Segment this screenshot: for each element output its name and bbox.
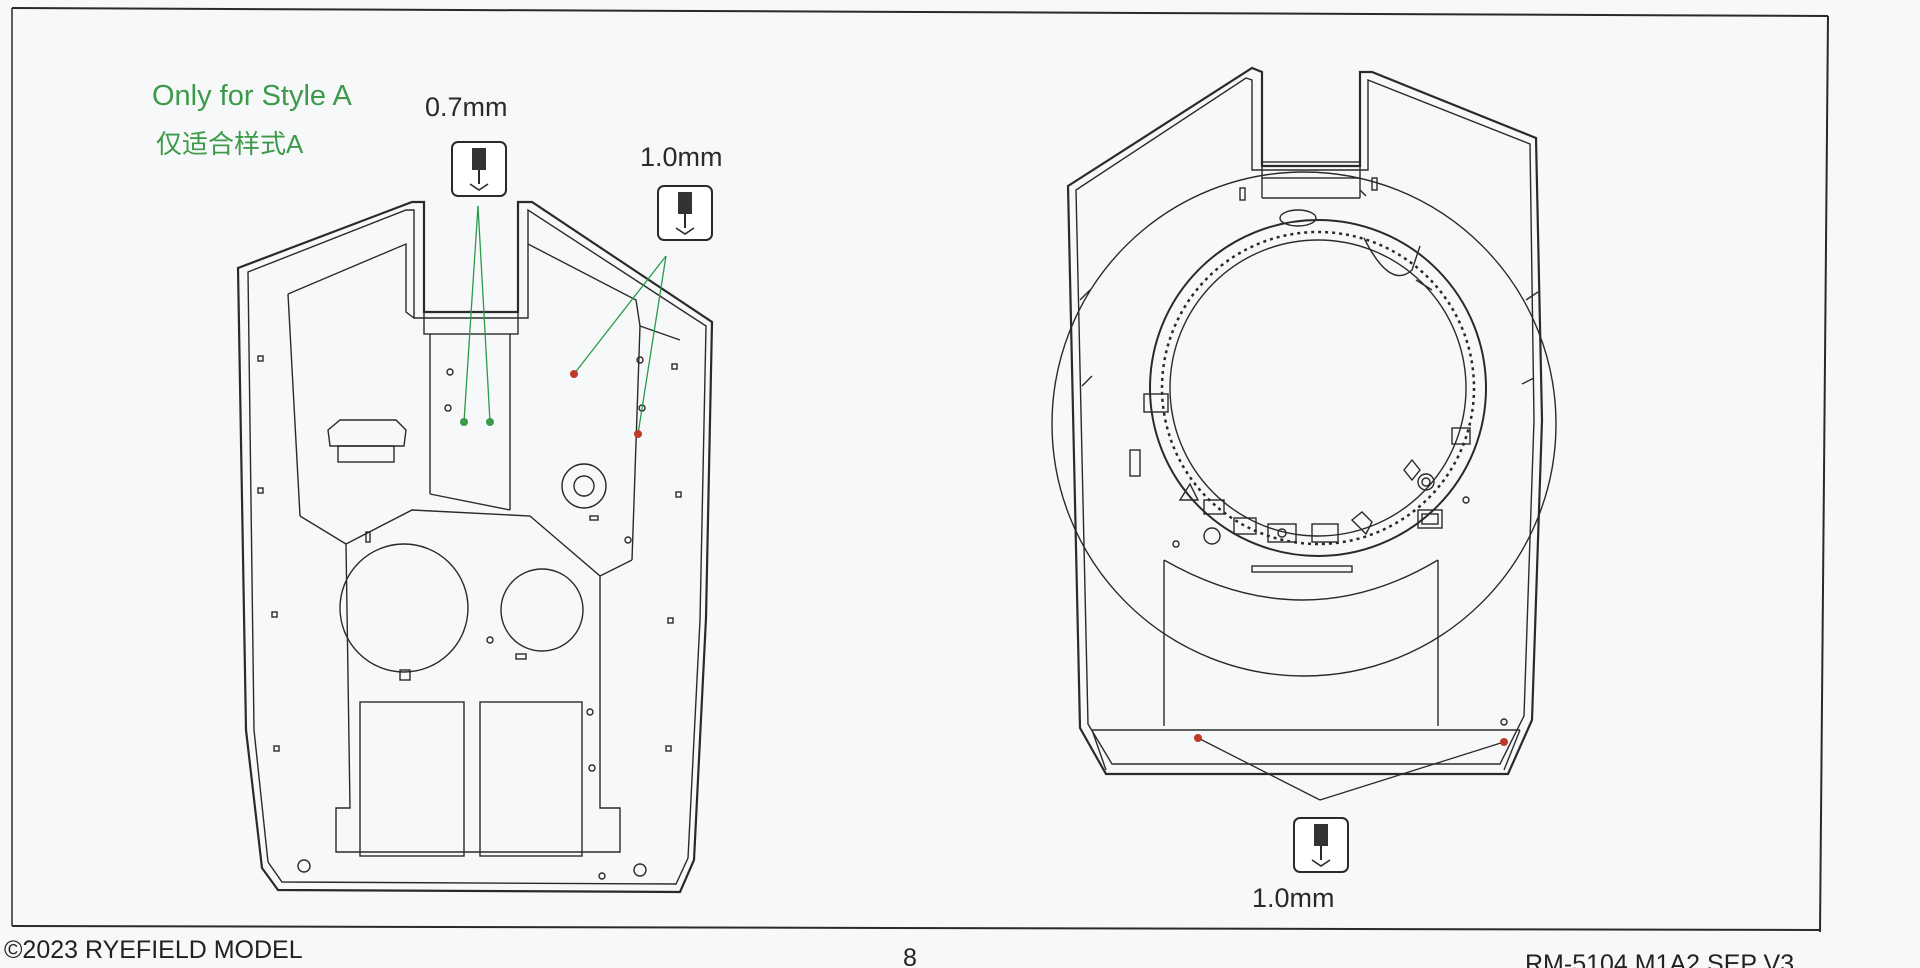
- turret-roof-part: [1051, 66, 1557, 776]
- turret-floor-part: [236, 200, 714, 894]
- page-frame: [11, 7, 1829, 933]
- product-code: RM-5104 M1A2 SEP V3: [1525, 950, 1795, 968]
- drill-bit-icon: [451, 141, 507, 197]
- footer-copyright: ©2023 RYEFIELD MODEL: [4, 936, 303, 964]
- drill-size-label: 1.0mm: [640, 142, 723, 172]
- drill-size-label: 1.0mm: [1252, 883, 1335, 913]
- drill-bit-icon: [1293, 817, 1349, 873]
- page-number: 8: [903, 944, 917, 968]
- style-note-chinese: 仅适合样式A: [156, 129, 304, 159]
- style-note-english: Only for Style A: [152, 80, 352, 112]
- leader-lines-left: [463, 205, 667, 435]
- hole-markers-left: [460, 370, 642, 438]
- drill-size-label: 0.7mm: [425, 92, 508, 122]
- hole-markers-right: [1194, 734, 1508, 746]
- leader-lines-right: [1197, 737, 1505, 801]
- drill-bit-icon: [657, 185, 713, 241]
